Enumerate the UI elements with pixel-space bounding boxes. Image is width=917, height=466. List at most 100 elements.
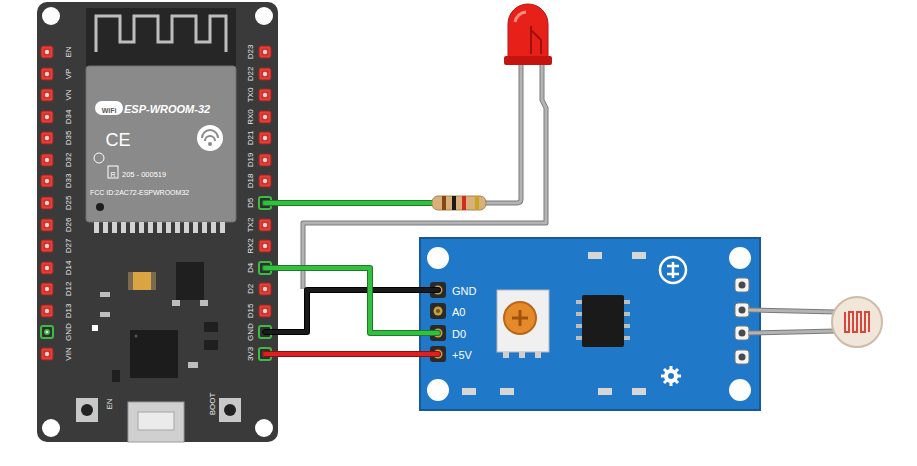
wire	[278, 268, 420, 333]
pin-label-holder: D4	[240, 263, 256, 273]
photoresistor	[748, 310, 836, 333]
pin-label: D13	[64, 304, 73, 319]
esp32-board: ESP-WROOM-32	[37, 2, 278, 442]
pin-label: D0	[452, 328, 466, 340]
esp32-board-drawing	[138, 412, 174, 430]
esp32-board-drawing	[175, 222, 180, 233]
pin-label-holder: D18	[240, 174, 256, 189]
pin-label-holder: D22	[240, 67, 256, 82]
esp32-board-drawing	[224, 404, 236, 416]
mark-text-holder: R	[110, 164, 115, 180]
esp32-board-drawing	[41, 111, 53, 123]
photoresistor	[748, 310, 836, 333]
wire-core	[278, 268, 420, 333]
sensor-module-drawing	[576, 336, 582, 340]
photoresistor	[832, 297, 882, 347]
pin-label-holder: GND	[58, 323, 74, 341]
pin-label-holder: A0	[452, 303, 465, 319]
esp32-board-drawing	[76, 398, 98, 422]
pin-label-holder: D2	[240, 284, 256, 294]
pin-label-holder: D5	[240, 198, 256, 208]
pin-label: RX0	[246, 109, 255, 125]
esp32-board-drawing	[139, 222, 144, 233]
led-and-resistor	[303, 64, 546, 289]
pin-label: D21	[246, 131, 255, 146]
esp32-board-drawing	[128, 272, 156, 290]
pin-label: TX2	[246, 218, 255, 233]
esp32-board-drawing	[96, 203, 104, 211]
esp32-board-drawing	[172, 300, 180, 306]
pin-label: D35	[64, 131, 73, 146]
esp32-board-drawing	[259, 111, 271, 123]
esp32-board-drawing	[86, 8, 236, 66]
pin-label-holder: D33	[58, 174, 74, 189]
led-and-resistor	[452, 196, 456, 210]
wire-stubs	[265, 352, 438, 356]
pin-label: A0	[452, 306, 465, 318]
esp32-board-drawing	[41, 326, 53, 338]
esp32-board-drawing	[41, 132, 53, 144]
sensor-module-drawing	[576, 324, 582, 328]
pin-label-holder: D25	[58, 196, 74, 211]
fcc-id-holder: FCC ID:2AC72-ESPWROOM32	[90, 182, 189, 198]
sensor-module-drawing	[667, 262, 679, 278]
pin-label-holder: D15	[240, 304, 256, 319]
wire-core	[278, 352, 420, 356]
led-and-resistor	[508, 4, 548, 62]
module-marking: ESP-WROOM-32	[124, 103, 210, 115]
sensor-module-drawing	[427, 247, 449, 269]
pin-label: VP	[64, 69, 73, 80]
sensor-module-drawing	[735, 326, 749, 340]
wire-stubs	[265, 268, 438, 333]
esp32-board-drawing	[37, 2, 278, 442]
pin-label: GND	[64, 323, 73, 341]
esp32-board-drawing	[193, 222, 198, 233]
pin-label-holder: D26	[58, 218, 74, 233]
led-and-resistor	[531, 26, 541, 54]
esp32-board-drawing	[188, 362, 198, 368]
pin-label-holder: D19	[240, 153, 256, 168]
esp32-board-drawing	[100, 312, 110, 317]
esp32-board-drawing	[95, 101, 123, 115]
esp32-board-drawing	[41, 305, 53, 317]
photoresistor	[845, 312, 869, 332]
esp32-board-drawing	[204, 322, 218, 332]
esp32-board-drawing	[255, 419, 273, 437]
wire-stubs	[265, 290, 438, 332]
esp32-board-drawing	[41, 283, 53, 295]
led-and-resistor	[504, 56, 552, 65]
pin-label-holder: TX2	[240, 218, 256, 233]
light-sensor-module: GNDA0D0+5V	[420, 238, 760, 410]
led-and-resistor	[303, 64, 546, 289]
button-label-holder: BOOT	[202, 393, 218, 416]
sensor-module-drawing	[576, 300, 630, 340]
esp32-board-drawing	[135, 335, 138, 338]
pin-label-holder: D23	[240, 45, 256, 60]
wire-outline	[278, 351, 420, 357]
pin-label-holder: D12	[58, 282, 74, 297]
esp32-board-drawing	[184, 222, 189, 233]
esp32-board-drawing	[259, 46, 271, 58]
logo-text-holder: WiFi	[102, 100, 117, 116]
esp32-board-drawing	[220, 222, 225, 233]
pin-label: EN	[64, 46, 73, 57]
pin-label: D5	[246, 198, 255, 208]
pin-label-holder: D13	[58, 304, 74, 319]
pin-label: D4	[246, 263, 255, 273]
sensor-module-drawing	[624, 324, 630, 328]
esp32-board-drawing	[259, 175, 271, 187]
pin-label: D12	[64, 282, 73, 297]
esp32-board-drawing	[259, 132, 271, 144]
led-and-resistor	[462, 196, 466, 210]
esp32-board-drawing	[41, 175, 53, 187]
sensor-module-drawing	[504, 302, 536, 334]
certificate-number: 205 - 000519	[122, 170, 166, 179]
esp32-board-drawing	[128, 402, 184, 442]
esp32-board-drawing	[130, 330, 178, 378]
led-and-resistor	[442, 196, 446, 210]
wire-stubs	[265, 351, 438, 357]
pin-label-holder: D21	[240, 131, 256, 146]
esp32-board-drawing	[41, 240, 53, 252]
pin-label: D22	[246, 67, 255, 82]
